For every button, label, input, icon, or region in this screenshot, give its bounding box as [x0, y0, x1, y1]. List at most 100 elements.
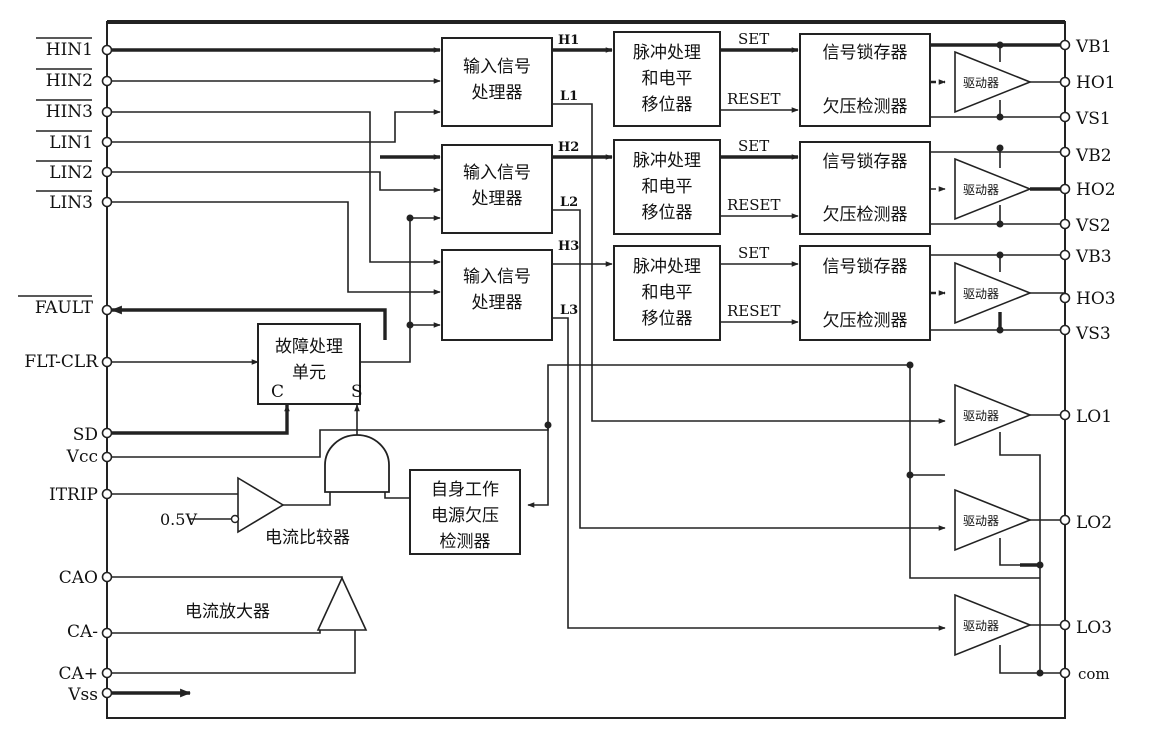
high-side-driver-1: 驱动器	[954, 50, 1033, 114]
right-pins: VB1 HO1 VS1 VB2 HO2 VS2 VB3 HO3 VS3 LO1 …	[1075, 37, 1116, 683]
pulse-level-shifter-3: 脉冲处理 和电平 移位器	[613, 245, 721, 341]
pin-label-vss: Vss	[67, 685, 98, 705]
signal-l2: L2	[560, 195, 578, 210]
high-side-driver-3: 驱动器	[954, 261, 1033, 325]
driver-1-label: 驱动器	[963, 76, 999, 90]
signal-h2: H2	[558, 140, 579, 155]
current-amplifier: 电流放大器	[185, 576, 368, 631]
fault-unit-s: S	[351, 382, 363, 402]
input-processor-2-line2: 处理器	[472, 189, 523, 209]
latch-uv-block-2: 信号锁存器 欠压检测器	[799, 141, 931, 235]
input-processor-1-line2: 处理器	[472, 83, 523, 103]
pin-label-vs1: VS1	[1075, 109, 1111, 129]
pin-label-sd: SD	[73, 425, 98, 445]
driver-lo3-label: 驱动器	[963, 619, 999, 633]
input-processor-3-line2: 处理器	[472, 293, 523, 313]
pulse-shift-1-line2: 和电平	[642, 69, 693, 89]
self-uv-line1: 自身工作	[431, 480, 499, 500]
pulse-shift-3-line1: 脉冲处理	[633, 257, 701, 277]
left-pins: HIN1 HIN2 HIN3 LIN1 LIN2 LIN3 FAULT FLT-…	[24, 40, 99, 705]
reset-label-3: RESET	[727, 302, 780, 320]
pin-label-lin3: LIN3	[49, 193, 93, 213]
pin-label-itrip: ITRIP	[49, 485, 98, 505]
pin-label-lin1: LIN1	[49, 133, 93, 153]
high-side-driver-2: 驱动器	[954, 157, 1033, 221]
fault-processing-unit: 故障处理 单元 C S	[257, 323, 363, 405]
junctions	[406, 41, 1044, 677]
uv-detect-2-label: 欠压检测器	[823, 205, 908, 225]
comparator-ref: 0.5V	[160, 510, 197, 529]
pulse-shift-3-line2: 和电平	[642, 283, 693, 303]
pin-label-vb1: VB1	[1075, 37, 1112, 57]
pin-label-ca-plus: CA+	[58, 664, 98, 684]
pulse-shift-2-line1: 脉冲处理	[633, 151, 701, 171]
input-processor-3: 输入信号 处理器	[441, 249, 553, 341]
input-processor-2-line1: 输入信号	[463, 163, 531, 183]
set-label-3: SET	[738, 244, 769, 262]
pin-label-cao: CAO	[59, 568, 98, 588]
pin-label-lo2: LO2	[1076, 513, 1112, 533]
low-side-driver-1: 驱动器	[954, 383, 1033, 447]
input-processor-1: 输入信号 处理器	[441, 37, 553, 127]
reset-label-1: RESET	[727, 90, 780, 108]
pin-label-hin3: HIN3	[46, 102, 93, 122]
current-amp-label: 电流放大器	[185, 602, 270, 622]
set-label-2: SET	[738, 137, 769, 155]
driver-lo2-label: 驱动器	[963, 514, 999, 528]
input-processor-1-line1: 输入信号	[463, 57, 531, 77]
pin-label-ca-minus: CA-	[67, 622, 98, 642]
pin-label-lo3: LO3	[1076, 618, 1112, 638]
fault-unit-c: C	[271, 382, 284, 402]
latch-uv-block-1: 信号锁存器 欠压检测器	[799, 33, 931, 127]
signal-l1: L1	[560, 89, 578, 104]
latch-3-label: 信号锁存器	[823, 257, 908, 277]
pin-label-vb3: VB3	[1075, 247, 1112, 267]
reset-label-2: RESET	[727, 196, 780, 214]
pulse-shift-3-line3: 移位器	[642, 309, 693, 329]
fault-unit-line1: 故障处理	[275, 337, 343, 357]
low-side-driver-3: 驱动器	[954, 593, 1033, 657]
input-processor-2: 输入信号 处理器	[441, 144, 553, 234]
pin-label-ho2: HO2	[1076, 180, 1116, 200]
pin-terminals	[101, 39, 1071, 699]
pulse-level-shifter-2: 脉冲处理 和电平 移位器	[613, 139, 721, 235]
signal-h3: H3	[558, 239, 579, 254]
comparator-label: 电流比较器	[265, 528, 350, 548]
pulse-level-shifter-1: 脉冲处理 和电平 移位器	[613, 31, 721, 127]
latch-1-label: 信号锁存器	[823, 43, 908, 63]
active-low-overbars	[18, 37, 92, 297]
uv-detect-1-label: 欠压检测器	[823, 97, 908, 117]
driver-3-label: 驱动器	[963, 287, 999, 301]
pin-label-fault: FAULT	[35, 298, 94, 318]
pin-label-vs2: VS2	[1075, 216, 1111, 236]
pin-label-vb2: VB2	[1075, 146, 1112, 166]
current-comparator: 0.5V 电流比较器	[160, 476, 350, 548]
pin-label-lin2: LIN2	[49, 163, 93, 183]
self-uv-line3: 检测器	[440, 532, 491, 552]
self-uv-line2: 电源欠压	[431, 506, 499, 526]
pulse-shift-2-line2: 和电平	[642, 177, 693, 197]
pulse-shift-2-line3: 移位器	[642, 203, 693, 223]
pin-label-fltclr: FLT-CLR	[24, 352, 99, 372]
input-processor-3-line1: 输入信号	[463, 267, 531, 287]
pin-label-hin2: HIN2	[46, 71, 93, 91]
latch-2-label: 信号锁存器	[823, 152, 908, 172]
fault-unit-line2: 单元	[292, 363, 326, 383]
signal-h1: H1	[558, 33, 579, 48]
signal-l3: L3	[560, 303, 578, 318]
pin-label-ho1: HO1	[1076, 73, 1116, 93]
set-label-1: SET	[738, 30, 769, 48]
driver-lo1-label: 驱动器	[963, 409, 999, 423]
pulse-shift-1-line1: 脉冲处理	[633, 43, 701, 63]
pin-label-vcc: Vcc	[66, 447, 98, 467]
pulse-shift-1-line3: 移位器	[642, 95, 693, 115]
pin-label-ho3: HO3	[1076, 289, 1116, 309]
pin-label-com: com	[1078, 665, 1110, 683]
latch-uv-block-3: 信号锁存器 欠压检测器	[799, 245, 931, 341]
pin-label-vs3: VS3	[1075, 324, 1111, 344]
pin-label-hin1: HIN1	[46, 40, 93, 60]
low-side-driver-2: 驱动器	[954, 488, 1033, 552]
self-supply-uv-detector: 自身工作 电源欠压 检测器	[409, 469, 521, 555]
and-gate	[324, 434, 390, 493]
